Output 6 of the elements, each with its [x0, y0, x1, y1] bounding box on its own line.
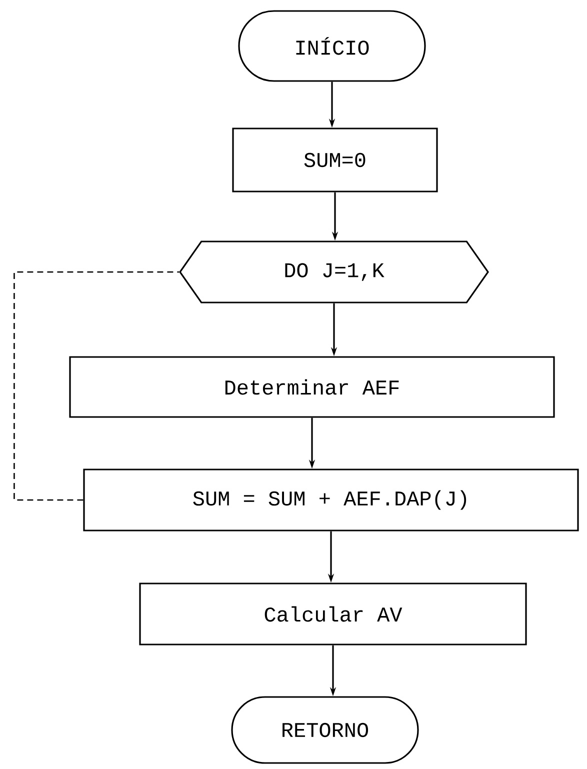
process-box: Determinar AEF [69, 356, 555, 418]
loop-line [14, 271, 180, 501]
process-box: SUM=0 [232, 128, 438, 192]
loop-hexagon: DO J=1,K [179, 240, 489, 304]
process-box: SUM = SUM + AEF.DAP(J) [83, 468, 579, 532]
process-box: Calcular AV [139, 582, 527, 646]
